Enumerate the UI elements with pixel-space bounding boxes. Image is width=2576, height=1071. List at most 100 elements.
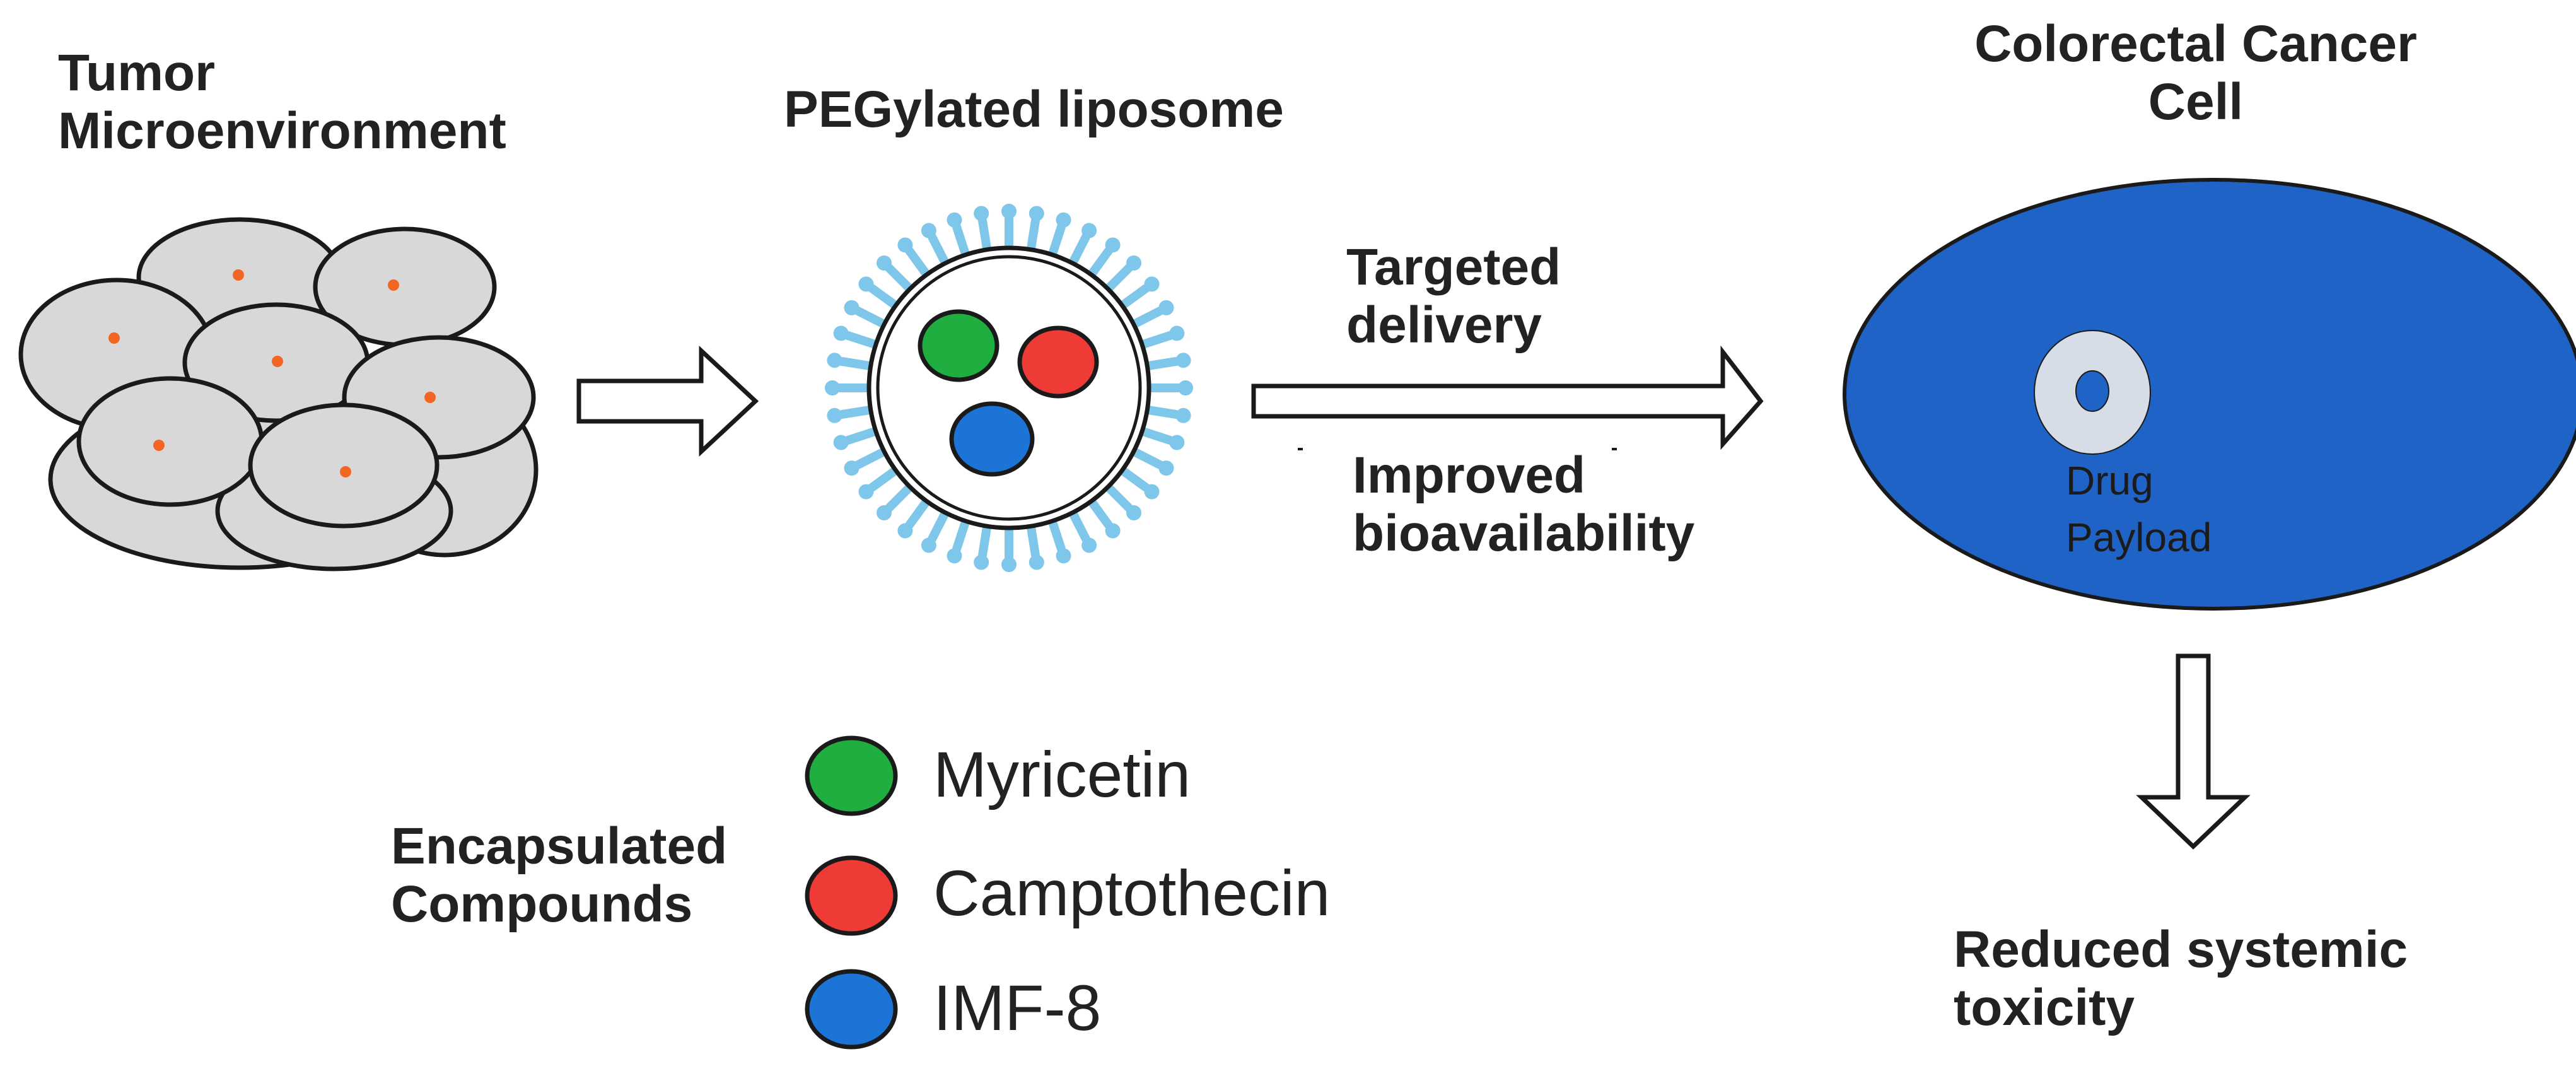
peg-chain — [854, 307, 889, 329]
peg-head — [974, 554, 989, 570]
cancer-cell — [1843, 178, 2576, 611]
legend-title-line1: Encapsulated — [391, 817, 728, 875]
tumor-nucleus — [153, 440, 165, 451]
peg-chain — [928, 508, 950, 543]
peg-head — [897, 237, 913, 253]
peg-chain — [905, 247, 931, 279]
peg-chain — [1087, 247, 1113, 279]
liposome-label: PEGylated liposome — [784, 81, 1284, 138]
peg-head — [1105, 523, 1121, 539]
peg-chain — [854, 447, 889, 469]
cell-label: Colorectal Cancer Cell — [1931, 15, 2461, 131]
peg-chain — [978, 522, 992, 559]
delivery-top-line1: Targeted — [1346, 238, 1561, 296]
peg-head — [897, 523, 913, 539]
peg-head — [1056, 548, 1071, 564]
peg-head — [1126, 505, 1141, 520]
peg-head — [974, 206, 989, 221]
peg-head — [877, 255, 892, 271]
tumor-cluster — [18, 217, 539, 571]
imf8-particle — [949, 401, 1035, 477]
drug-payload-line1: Drug — [2066, 458, 2153, 503]
delivery-top-label: Targeted delivery — [1346, 238, 1561, 354]
tumor-nucleus — [424, 392, 436, 403]
camptothecin-particle — [1017, 325, 1099, 399]
peg-chain — [844, 426, 880, 445]
peg-head — [833, 325, 849, 341]
liposome — [825, 204, 1193, 572]
peg-chain — [928, 233, 950, 268]
legend-swatch-myricetin — [805, 735, 898, 816]
outcome-line2: toxicity — [1954, 978, 2135, 1036]
tumor-cell — [76, 376, 264, 507]
peg-chain — [1138, 426, 1174, 445]
peg-head — [827, 407, 842, 423]
peg-chain — [1143, 357, 1180, 371]
tumor-cell — [248, 402, 440, 529]
peg-head — [1126, 255, 1141, 271]
arrow-to-outcome — [2136, 653, 2251, 850]
peg-head — [1144, 484, 1160, 500]
peg-chain — [952, 517, 970, 553]
peg-chain — [1143, 405, 1180, 419]
peg-chain — [1129, 447, 1164, 469]
peg-chain — [1129, 307, 1164, 329]
peg-chain — [1117, 284, 1150, 310]
peg-chain — [868, 284, 900, 310]
peg-head — [1029, 554, 1044, 570]
peg-chain — [1103, 264, 1133, 294]
peg-head — [858, 484, 874, 500]
peg-head — [1081, 223, 1097, 238]
peg-chains — [825, 204, 1193, 572]
drug-payload-label: Drug Payload — [2066, 453, 2212, 566]
arrow-to-liposome — [576, 345, 759, 457]
peg-head — [1105, 237, 1121, 253]
peg-chain — [905, 496, 931, 529]
tumor-label: Tumor Microenvironment — [58, 44, 506, 160]
delivery-top-line2: delivery — [1346, 296, 1542, 354]
peg-chain — [978, 216, 992, 254]
arrow-to-cell — [1251, 345, 1764, 450]
legend-swatch-imf8 — [805, 969, 898, 1050]
delivery-bottom-line2: bioavailability — [1353, 504, 1695, 562]
peg-chain — [1047, 223, 1066, 259]
peg-chain — [837, 405, 875, 419]
peg-chain — [1068, 233, 1090, 268]
peg-chain — [1026, 216, 1040, 254]
peg-chain — [885, 482, 915, 512]
tumor-nucleus — [340, 466, 351, 477]
peg-head — [1144, 276, 1160, 292]
peg-head — [877, 505, 892, 520]
peg-head — [1001, 557, 1017, 572]
peg-chain — [868, 465, 900, 492]
cell-label-line1: Colorectal Cancer — [1974, 15, 2417, 73]
peg-head — [1056, 212, 1071, 228]
peg-head — [825, 380, 840, 395]
legend-title-line2: Compounds — [391, 875, 693, 933]
peg-chain — [1026, 522, 1040, 559]
peg-chain — [1138, 331, 1174, 349]
peg-head — [1178, 380, 1193, 395]
peg-chain — [1068, 508, 1090, 543]
outcome-line1: Reduced systemic — [1954, 921, 2408, 978]
peg-head — [1029, 206, 1044, 221]
legend-title: Encapsulated Compounds — [391, 817, 727, 933]
legend-swatch-camptothecin — [805, 855, 898, 936]
tumor-nucleus — [108, 332, 120, 344]
tumor-nucleus — [233, 269, 244, 281]
peg-head — [1169, 325, 1185, 341]
peg-head — [921, 223, 936, 238]
peg-head — [844, 300, 860, 315]
tumor-label-line2: Microenvironment — [58, 102, 506, 160]
peg-head — [947, 548, 962, 564]
peg-head — [1175, 353, 1191, 368]
peg-head — [858, 276, 874, 292]
legend-label-camptothecin: Camptothecin — [933, 857, 1331, 929]
peg-chain — [952, 223, 970, 259]
peg-head — [833, 435, 849, 450]
peg-head — [827, 353, 842, 368]
drug-payload-line2: Payload — [2066, 514, 2212, 560]
peg-chain — [1047, 517, 1066, 553]
myricetin-particle — [918, 309, 1000, 382]
